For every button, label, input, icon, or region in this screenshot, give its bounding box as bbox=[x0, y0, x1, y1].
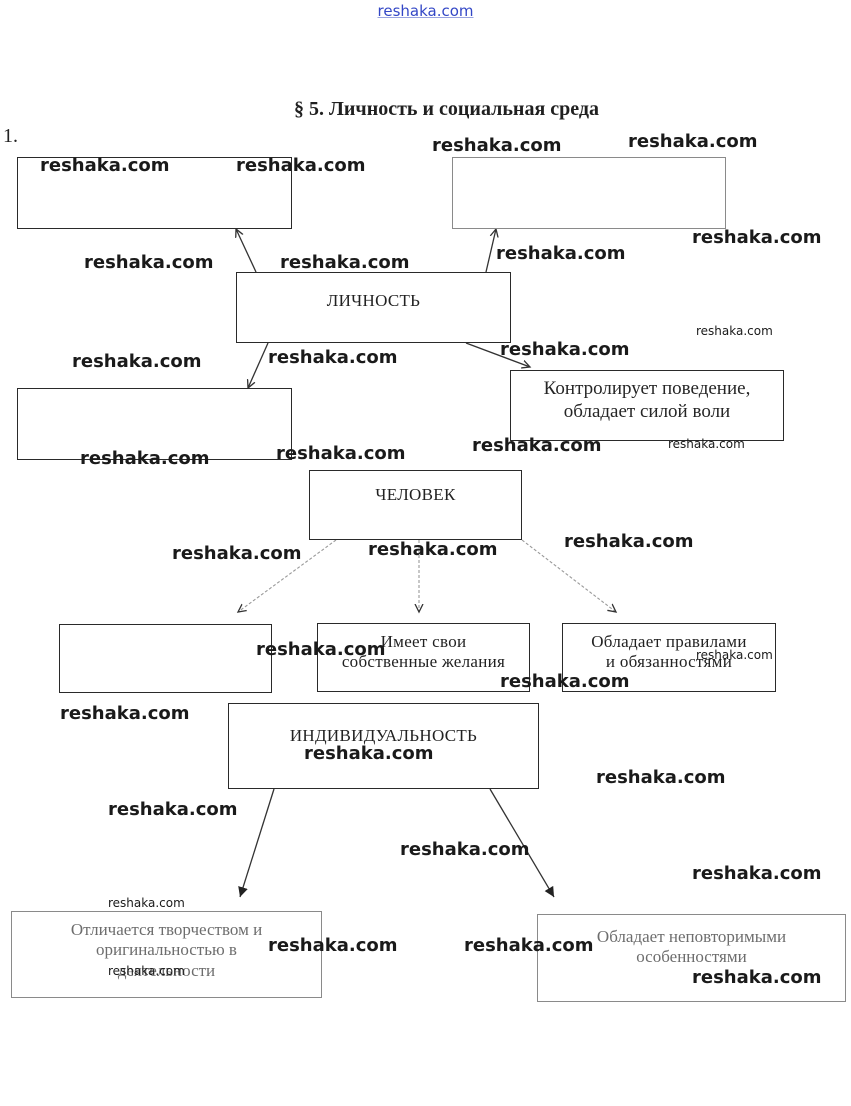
watermark: reshaka.com bbox=[432, 135, 562, 156]
watermark: reshaka.com bbox=[304, 743, 434, 764]
watermark: reshaka.com bbox=[628, 131, 758, 152]
watermark: reshaka.com bbox=[268, 347, 398, 368]
watermark: reshaka.com bbox=[236, 155, 366, 176]
watermark: reshaka.com bbox=[256, 639, 386, 660]
watermark: reshaka.com bbox=[496, 243, 626, 264]
unique-features-text: Обладает неповторимыми особенностями bbox=[596, 927, 787, 967]
watermark: reshaka.com bbox=[596, 767, 726, 788]
arrow-personality-bottom-right bbox=[465, 342, 530, 367]
watermark: reshaka.com bbox=[108, 964, 185, 978]
watermark: reshaka.com bbox=[692, 863, 822, 884]
section-title: § 5. Личность и социальная среда bbox=[294, 98, 599, 120]
box-own-desires: Имеет свои собственные желания bbox=[317, 623, 530, 692]
watermark: reshaka.com bbox=[172, 543, 302, 564]
watermark: reshaka.com bbox=[692, 227, 822, 248]
watermark: reshaka.com bbox=[268, 935, 398, 956]
human-label: ЧЕЛОВЕК bbox=[375, 485, 456, 504]
site-header-link[interactable]: reshaka.com bbox=[377, 2, 474, 20]
arrow-personality-top-left bbox=[236, 229, 257, 273]
personality-label: ЛИЧНОСТЬ bbox=[326, 291, 421, 310]
watermark: reshaka.com bbox=[72, 351, 202, 372]
arrow-human-left bbox=[238, 539, 337, 612]
arrow-individuality-right bbox=[489, 788, 555, 898]
empty-box-bottom-left bbox=[17, 388, 292, 460]
watermark: reshaka.com bbox=[500, 671, 630, 692]
empty-box-top-right bbox=[452, 157, 726, 229]
watermark: reshaka.com bbox=[400, 839, 530, 860]
watermark: reshaka.com bbox=[60, 703, 190, 724]
empty-box-human-left bbox=[59, 624, 272, 693]
watermark: reshaka.com bbox=[84, 252, 214, 273]
individuality-box: ИНДИВИДУАЛЬНОСТЬ bbox=[228, 703, 539, 789]
rights-duties-text: Обладает правилами и обязанностями bbox=[591, 632, 747, 672]
watermark: reshaka.com bbox=[564, 531, 694, 552]
creativity-text: Отличается творчеством и оригинальностью… bbox=[70, 920, 263, 980]
watermark: reshaka.com bbox=[668, 437, 745, 451]
own-desires-text: Имеет свои собственные желания bbox=[341, 632, 506, 672]
watermark: reshaka.com bbox=[500, 339, 630, 360]
watermark: reshaka.com bbox=[692, 967, 822, 988]
box-creativity: Отличается творчеством и оригинальностью… bbox=[11, 911, 322, 998]
empty-box-top-left bbox=[17, 157, 292, 229]
watermark: reshaka.com bbox=[276, 443, 406, 464]
box-unique-features: Обладает неповторимыми особенностями bbox=[537, 914, 846, 1002]
watermark: reshaka.com bbox=[472, 435, 602, 456]
watermark: reshaka.com bbox=[108, 799, 238, 820]
watermark: reshaka.com bbox=[80, 448, 210, 469]
watermark: reshaka.com bbox=[280, 252, 410, 273]
watermark: reshaka.com bbox=[696, 324, 773, 338]
watermark: reshaka.com bbox=[40, 155, 170, 176]
arrow-personality-bottom-left bbox=[248, 342, 269, 388]
controls-behavior-text: Контролирует поведение, обладает силой в… bbox=[543, 378, 751, 422]
watermark: reshaka.com bbox=[108, 896, 185, 910]
arrow-personality-top-right bbox=[485, 229, 496, 273]
personality-box: ЛИЧНОСТЬ bbox=[236, 272, 511, 343]
box-rights-duties: Обладает правилами и обязанностями bbox=[562, 623, 776, 692]
watermark: reshaka.com bbox=[696, 648, 773, 662]
arrow-individuality-left bbox=[238, 788, 275, 898]
individuality-label: ИНДИВИДУАЛЬНОСТЬ bbox=[289, 726, 478, 745]
task-number: 1. bbox=[3, 125, 18, 147]
watermark: reshaka.com bbox=[368, 539, 498, 560]
box-controls-behavior: Контролирует поведение, обладает силой в… bbox=[510, 370, 784, 441]
human-box: ЧЕЛОВЕК bbox=[309, 470, 522, 540]
watermark: reshaka.com bbox=[464, 935, 594, 956]
